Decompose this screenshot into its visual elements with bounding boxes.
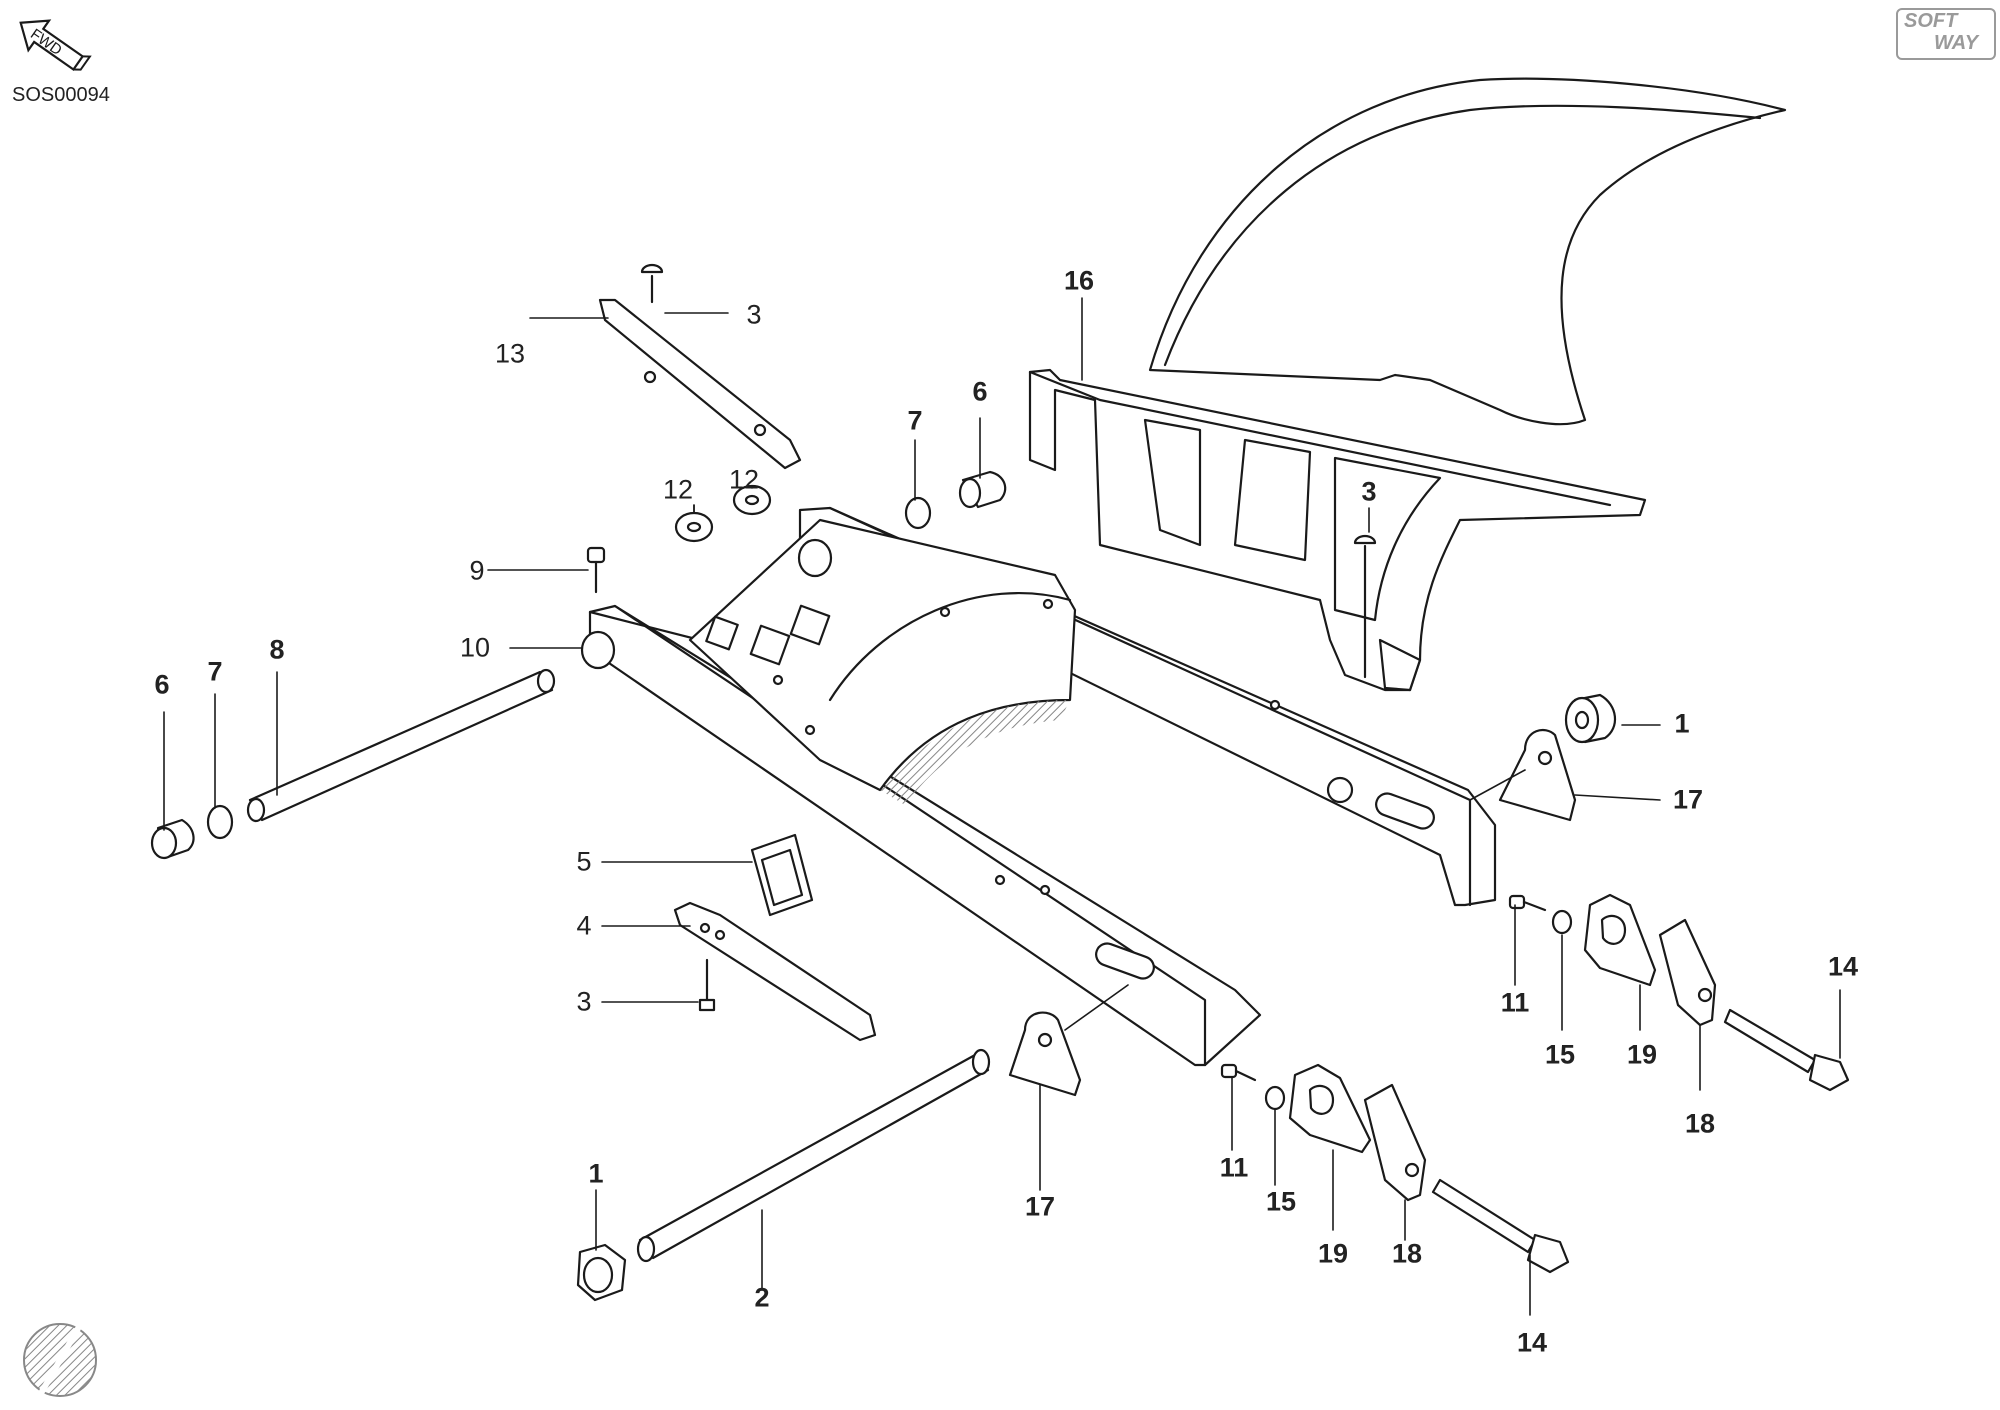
callout-16: 16 xyxy=(1063,265,1095,296)
plate-18-lower xyxy=(1363,1083,1427,1202)
rear-fender xyxy=(1028,77,1787,692)
axle-2 xyxy=(636,1048,991,1263)
chain-slider-4 xyxy=(673,901,877,1042)
bolt-3-fender xyxy=(1353,534,1377,679)
ring-7-left xyxy=(206,804,234,840)
callout-13: 13 xyxy=(494,338,526,369)
callout-7-upper: 7 xyxy=(907,405,923,436)
bolt-11-upper xyxy=(1508,894,1547,912)
callout-11-lower: 11 xyxy=(1219,1152,1249,1183)
bracket-17-lower xyxy=(1008,1011,1082,1097)
logo-line1: SOFT xyxy=(1904,10,1958,32)
plate-18-upper xyxy=(1658,918,1717,1027)
callout-1-upper: 1 xyxy=(1674,708,1690,739)
callout-5: 5 xyxy=(576,846,592,877)
swingarm xyxy=(580,506,1497,1067)
washer-15-lower xyxy=(1264,1085,1286,1111)
brand-logo: SOFT WAY xyxy=(1896,8,1996,60)
callout-19-upper: 19 xyxy=(1626,1039,1658,1070)
callout-12-left: 12 xyxy=(662,474,694,505)
bolt-3-lower xyxy=(698,958,716,1012)
callout-6-left: 6 xyxy=(154,669,170,700)
bolt-11-lower xyxy=(1220,1063,1257,1082)
callout-6-upper: 6 xyxy=(972,376,988,407)
drawing-code: SOS00094 xyxy=(12,84,110,106)
bolt-14-lower xyxy=(1431,1178,1570,1274)
pivot-shaft-8 xyxy=(246,668,556,823)
callout-3-fender: 3 xyxy=(1361,476,1377,507)
callout-18-lower: 18 xyxy=(1391,1238,1423,1269)
callout-14-lower: 14 xyxy=(1516,1327,1548,1358)
callout-11-upper: 11 xyxy=(1500,987,1530,1018)
washer-15-upper xyxy=(1551,909,1573,935)
cap-6-upper xyxy=(958,470,1007,509)
chain-guide-upper xyxy=(598,298,802,470)
callout-1-lower: 1 xyxy=(588,1158,604,1189)
callout-15-upper: 15 xyxy=(1544,1039,1576,1070)
callout-17-lower: 17 xyxy=(1024,1191,1056,1222)
callout-9: 9 xyxy=(469,555,485,586)
bolt-14-upper xyxy=(1723,1008,1850,1092)
nut-1-upper xyxy=(1564,693,1616,744)
callout-2: 2 xyxy=(754,1282,770,1313)
callout-3-lower: 3 xyxy=(576,986,592,1017)
callout-19-lower: 19 xyxy=(1317,1238,1349,1269)
watermark-disc xyxy=(23,1323,97,1397)
callout-7-left: 7 xyxy=(207,656,223,687)
callout-3-upper: 3 xyxy=(746,299,762,330)
fwd-arrow-icon: FWD xyxy=(19,19,92,72)
cap-6-left xyxy=(150,818,195,860)
bolt-3-upper xyxy=(640,263,664,304)
nut-1-lower xyxy=(576,1243,627,1302)
logo-line2: WAY xyxy=(1934,32,1979,54)
callout-12-right: 12 xyxy=(728,464,760,495)
ring-7-upper xyxy=(904,496,932,530)
bracket-17-upper xyxy=(1498,728,1577,822)
callout-4: 4 xyxy=(576,910,592,941)
callout-8: 8 xyxy=(269,634,285,665)
callout-10: 10 xyxy=(459,632,491,663)
callout-17-upper: 17 xyxy=(1672,784,1704,815)
bolt-9 xyxy=(586,546,606,594)
plate-5 xyxy=(750,833,814,917)
callout-14-upper: 14 xyxy=(1827,951,1859,982)
callout-18-upper: 18 xyxy=(1684,1108,1716,1139)
callout-15-lower: 15 xyxy=(1265,1186,1297,1217)
